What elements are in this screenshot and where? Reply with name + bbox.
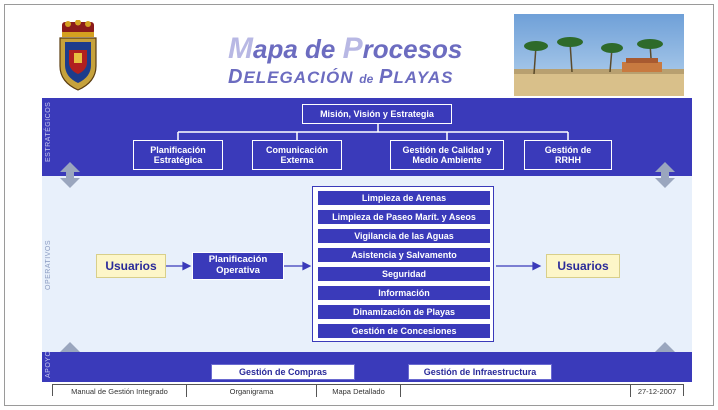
subtitle-part-2: LAYAS [393, 68, 454, 87]
process-promenade-cleaning: Limpieza de Paseo Marít. y Aseos [317, 209, 491, 225]
footer-bar: Manual de Gestión Integrado Organigrama … [52, 384, 684, 397]
infrastructure-management-box: Gestión de Infraestructura [408, 364, 552, 380]
quality-environment-box: Gestión de Calidad y Medio Ambiente [390, 140, 504, 170]
support-side-label: APOYO [45, 350, 52, 378]
hr-management-line1: Gestión de [544, 144, 592, 155]
footer-manual: Manual de Gestión Integrado [53, 385, 187, 397]
operative-planning-line1: Planificación [208, 254, 268, 266]
quality-environment-line1: Gestión de Calidad y [402, 144, 492, 155]
footer-org-chart: Organigrama [187, 385, 317, 397]
footer-date: 27-12-2007 [631, 385, 683, 397]
subtitle-initial-p: P [379, 66, 394, 88]
title-part-2: rocesos [362, 34, 463, 64]
quality-environment-line2: Medio Ambiente [412, 155, 482, 165]
operative-planning-box: Planificación Operativa [192, 252, 284, 280]
hr-management-box: Gestión de RRHH [524, 140, 612, 170]
beach-photo [514, 14, 684, 96]
purchasing-management-box: Gestión de Compras [211, 364, 355, 380]
title-initial-p: P [342, 32, 363, 65]
strategic-planning-line2: Estratégica [153, 155, 203, 165]
operative-planning-line2: Operativa [216, 265, 260, 276]
support-band [42, 352, 692, 382]
subtitle-part-1: ELEGACIÓN [243, 68, 360, 87]
process-beach-cleaning: Limpieza de Arenas [317, 190, 491, 206]
subtitle-initial-d: D [228, 66, 244, 88]
users-input-box: Usuarios [96, 254, 166, 278]
purchasing-management-label: Gestión de Compras [238, 367, 328, 377]
subtitle-part-de: de [359, 72, 374, 86]
hr-management-line2: RRHH [555, 155, 581, 165]
mission-vision-strategy-box: Misión, Visión y Estrategia [302, 104, 452, 124]
coat-of-arms-logo [59, 20, 97, 91]
mission-vision-strategy-label: Misión, Visión y Estrategia [320, 108, 434, 119]
external-communication-line1: Comunicación [265, 144, 328, 155]
users-output-box: Usuarios [546, 254, 620, 278]
process-water-surveillance: Vigilancia de las Aguas [317, 228, 491, 244]
title-initial-m: M [228, 32, 253, 65]
external-communication-line2: Externa [280, 155, 314, 165]
footer-detailed-map: Mapa Detallado [317, 385, 401, 397]
process-assistance-rescue: Asistencia y Salvamento [317, 247, 491, 263]
infrastructure-management-label: Gestión de Infraestructura [423, 367, 537, 377]
footer-blank [401, 385, 631, 397]
operative-processes-stack: Limpieza de Arenas Limpieza de Paseo Mar… [312, 186, 494, 342]
external-communication-box: Comunicación Externa [252, 140, 342, 170]
process-concessions: Gestión de Concesiones [317, 323, 491, 339]
users-input-label: Usuarios [105, 259, 157, 273]
page-title: Mapa de Procesos [228, 32, 462, 66]
strategic-planning-line1: Planificación [150, 144, 206, 155]
title-part-1: apa de [253, 34, 343, 64]
process-beach-dynamization: Dinamización de Playas [317, 304, 491, 320]
strategic-planning-box: Planificación Estratégica [133, 140, 223, 170]
users-output-label: Usuarios [557, 259, 609, 273]
process-information: Información [317, 285, 491, 301]
process-security: Seguridad [317, 266, 491, 282]
page-subtitle: DELEGACIÓN de PLAYAS [228, 66, 453, 89]
